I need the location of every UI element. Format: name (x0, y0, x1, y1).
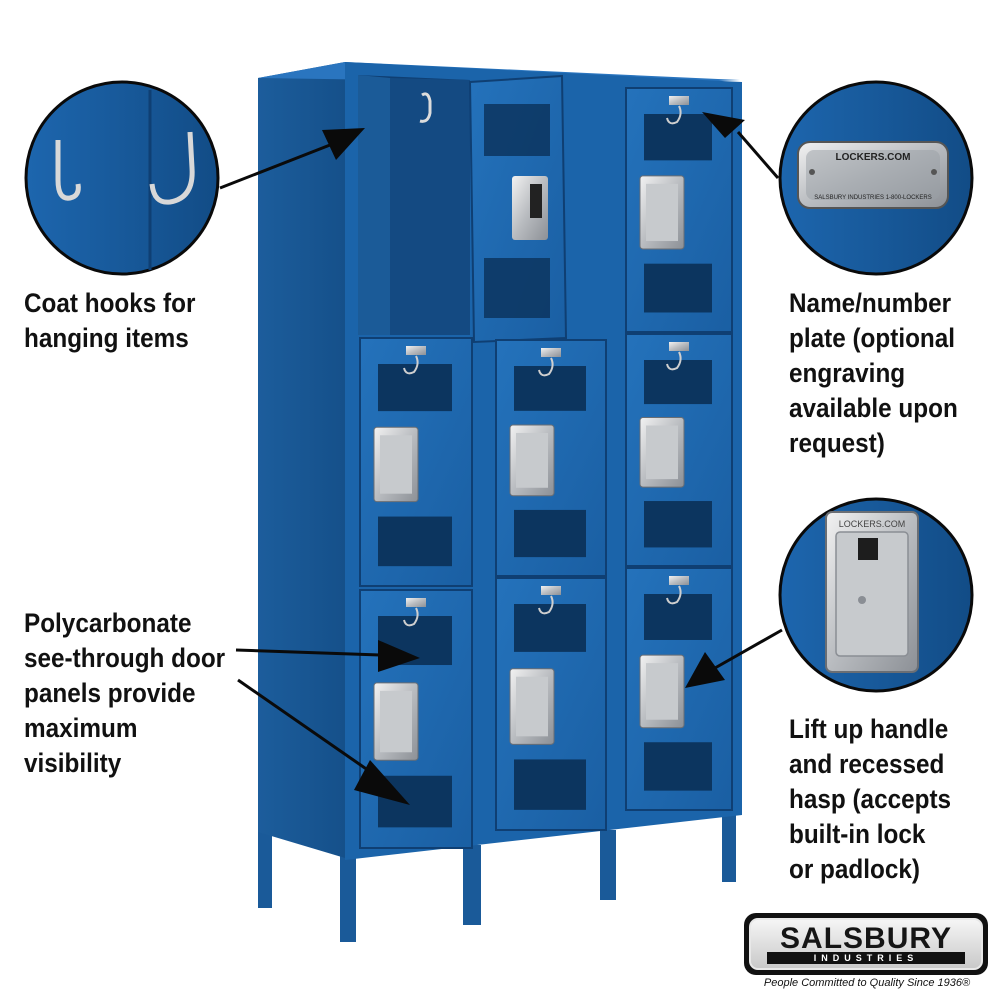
coat-hooks-detail (24, 80, 220, 276)
open-door (468, 74, 568, 344)
door-window (514, 759, 586, 810)
brand-name: SALSBURY (780, 922, 952, 955)
brand-tagline: People Committed to Quality Since 1936® (763, 977, 971, 989)
plate-text-top: LOCKERS.COM (836, 152, 911, 163)
callout-coat-hooks: Coat hooks for hanging items (24, 288, 196, 353)
hasp-text: LOCKERS.COM (839, 519, 906, 529)
number-plate (669, 96, 689, 105)
locker-door (625, 87, 733, 333)
number-plate (406, 346, 426, 355)
salsbury-logo: SALSBURY INDUSTRIES (744, 913, 988, 975)
locker-side-panel (258, 62, 345, 858)
number-plate (541, 586, 561, 595)
name-plate-detail: LOCKERS.COM SALSBURY INDUSTRIES 1-800-LO… (778, 80, 974, 276)
door-window (644, 501, 712, 548)
callout-handle: Lift up handle and recessed hasp (accept… (789, 714, 952, 884)
plate-text-bottom: SALSBURY INDUSTRIES 1-800-LOCKERS (814, 195, 932, 201)
callout-polycarbonate: Polycarbonate see-through door panels pr… (24, 608, 226, 778)
handle-detail: LOCKERS.COM (778, 497, 974, 693)
locker-door (625, 333, 733, 567)
locker-door (359, 589, 473, 849)
callout-name-plate: Name/number plate (optional engraving av… (789, 288, 958, 458)
number-plate (406, 598, 426, 607)
door-window (514, 509, 586, 558)
locker-doors (359, 87, 733, 849)
locker-legs (258, 800, 736, 942)
locker-door (495, 577, 607, 831)
brand-sub: INDUSTRIES (767, 952, 965, 964)
open-compartment (358, 75, 470, 335)
number-plate (541, 348, 561, 357)
locker-door (625, 567, 733, 811)
door-window (644, 263, 712, 313)
locker-door (359, 337, 473, 587)
callout-arrows (219, 112, 783, 805)
door-window (644, 742, 712, 791)
number-plate (669, 576, 689, 585)
door-window (378, 516, 452, 567)
number-plate (669, 342, 689, 351)
locker-door (495, 339, 607, 577)
